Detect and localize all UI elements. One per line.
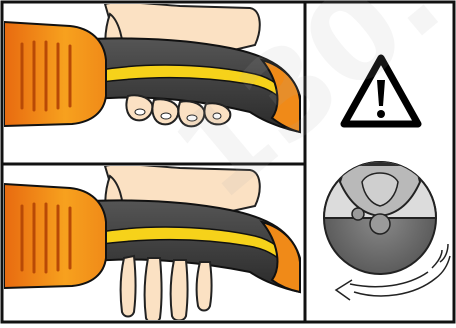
figure-canvas bbox=[0, 0, 456, 324]
instruction-figure bbox=[0, 0, 456, 324]
